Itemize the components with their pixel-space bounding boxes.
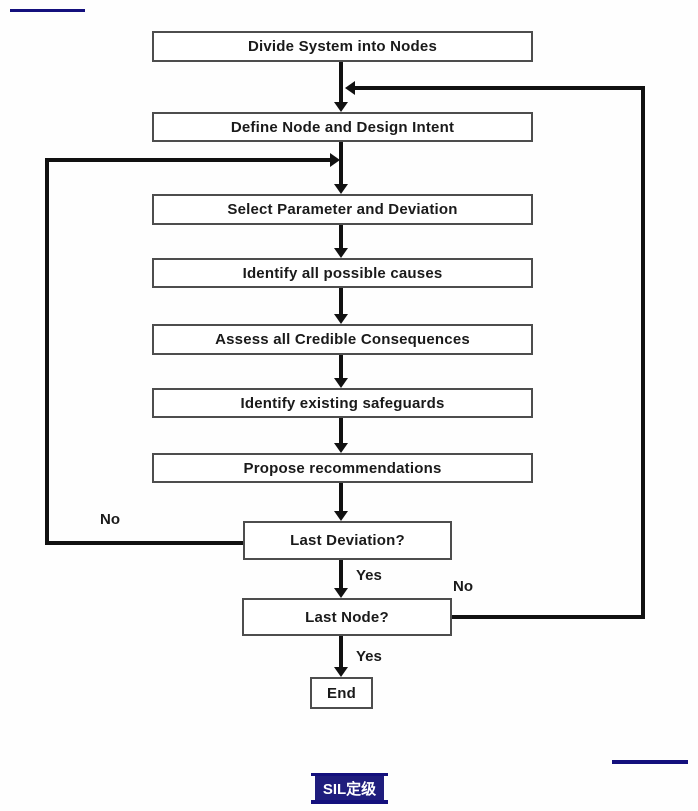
node-last-node: Last Node? <box>242 598 452 636</box>
node-identify-safeguards: Identify existing safeguards <box>152 388 533 418</box>
loop-no-right-vertical-line <box>641 86 645 619</box>
arrow-recommendations-to-lastdeviation-line <box>339 483 343 511</box>
arrow-divide-to-define-line <box>339 62 343 102</box>
sil-rating-link[interactable]: SIL定级 <box>311 773 388 804</box>
arrow-select-to-causes-head <box>334 248 348 258</box>
arrow-define-to-select-head <box>334 184 348 194</box>
edge-label-yes-after-last-deviation: Yes <box>356 567 382 584</box>
node-select-parameter: Select Parameter and Deviation <box>152 194 533 225</box>
arrow-recommendations-to-lastdeviation-head <box>334 511 348 521</box>
loop-no-right-top-line <box>355 86 645 90</box>
sil-rating-link-label: SIL定级 <box>315 776 384 800</box>
sil-rating-link-top-cap <box>311 773 388 776</box>
arrow-lastnode-to-end-head <box>334 667 348 677</box>
bottom-right-rule <box>612 760 688 764</box>
arrow-lastnode-to-end-line <box>339 636 343 667</box>
arrow-lastdeviation-to-lastnode-line <box>339 560 343 588</box>
node-propose-recommendations: Propose recommendations <box>152 453 533 483</box>
arrow-lastdeviation-to-lastnode-head <box>334 588 348 598</box>
loop-no-left-vertical-line <box>45 158 49 545</box>
arrow-divide-to-define-head <box>334 102 348 112</box>
loop-no-right-bottom-line <box>452 615 645 619</box>
node-identify-causes: Identify all possible causes <box>152 258 533 288</box>
arrow-causes-to-consequences-head <box>334 314 348 324</box>
sil-rating-link-bottom-cap <box>311 800 388 804</box>
arrow-safeguards-to-recommendations-line <box>339 418 343 443</box>
node-define-node: Define Node and Design Intent <box>152 112 533 142</box>
loop-no-left-bottom-line <box>45 541 243 545</box>
arrow-safeguards-to-recommendations-head <box>334 443 348 453</box>
node-divide-system: Divide System into Nodes <box>152 31 533 62</box>
edge-label-no-left: No <box>100 511 120 528</box>
arrow-define-to-select-line <box>339 142 343 184</box>
arrow-select-to-causes-line <box>339 225 343 248</box>
top-left-rule <box>10 9 85 12</box>
loop-no-right-arrowhead <box>345 81 355 95</box>
loop-no-left-arrowhead <box>330 153 340 167</box>
arrow-consequences-to-safeguards-line <box>339 355 343 378</box>
edge-label-yes-after-last-node: Yes <box>356 648 382 665</box>
edge-label-no-right: No <box>453 578 473 595</box>
arrow-causes-to-consequences-line <box>339 288 343 314</box>
node-assess-consequences: Assess all Credible Consequences <box>152 324 533 355</box>
node-end: End <box>310 677 373 709</box>
loop-no-left-top-line <box>45 158 330 162</box>
arrow-consequences-to-safeguards-head <box>334 378 348 388</box>
node-last-deviation: Last Deviation? <box>243 521 452 560</box>
